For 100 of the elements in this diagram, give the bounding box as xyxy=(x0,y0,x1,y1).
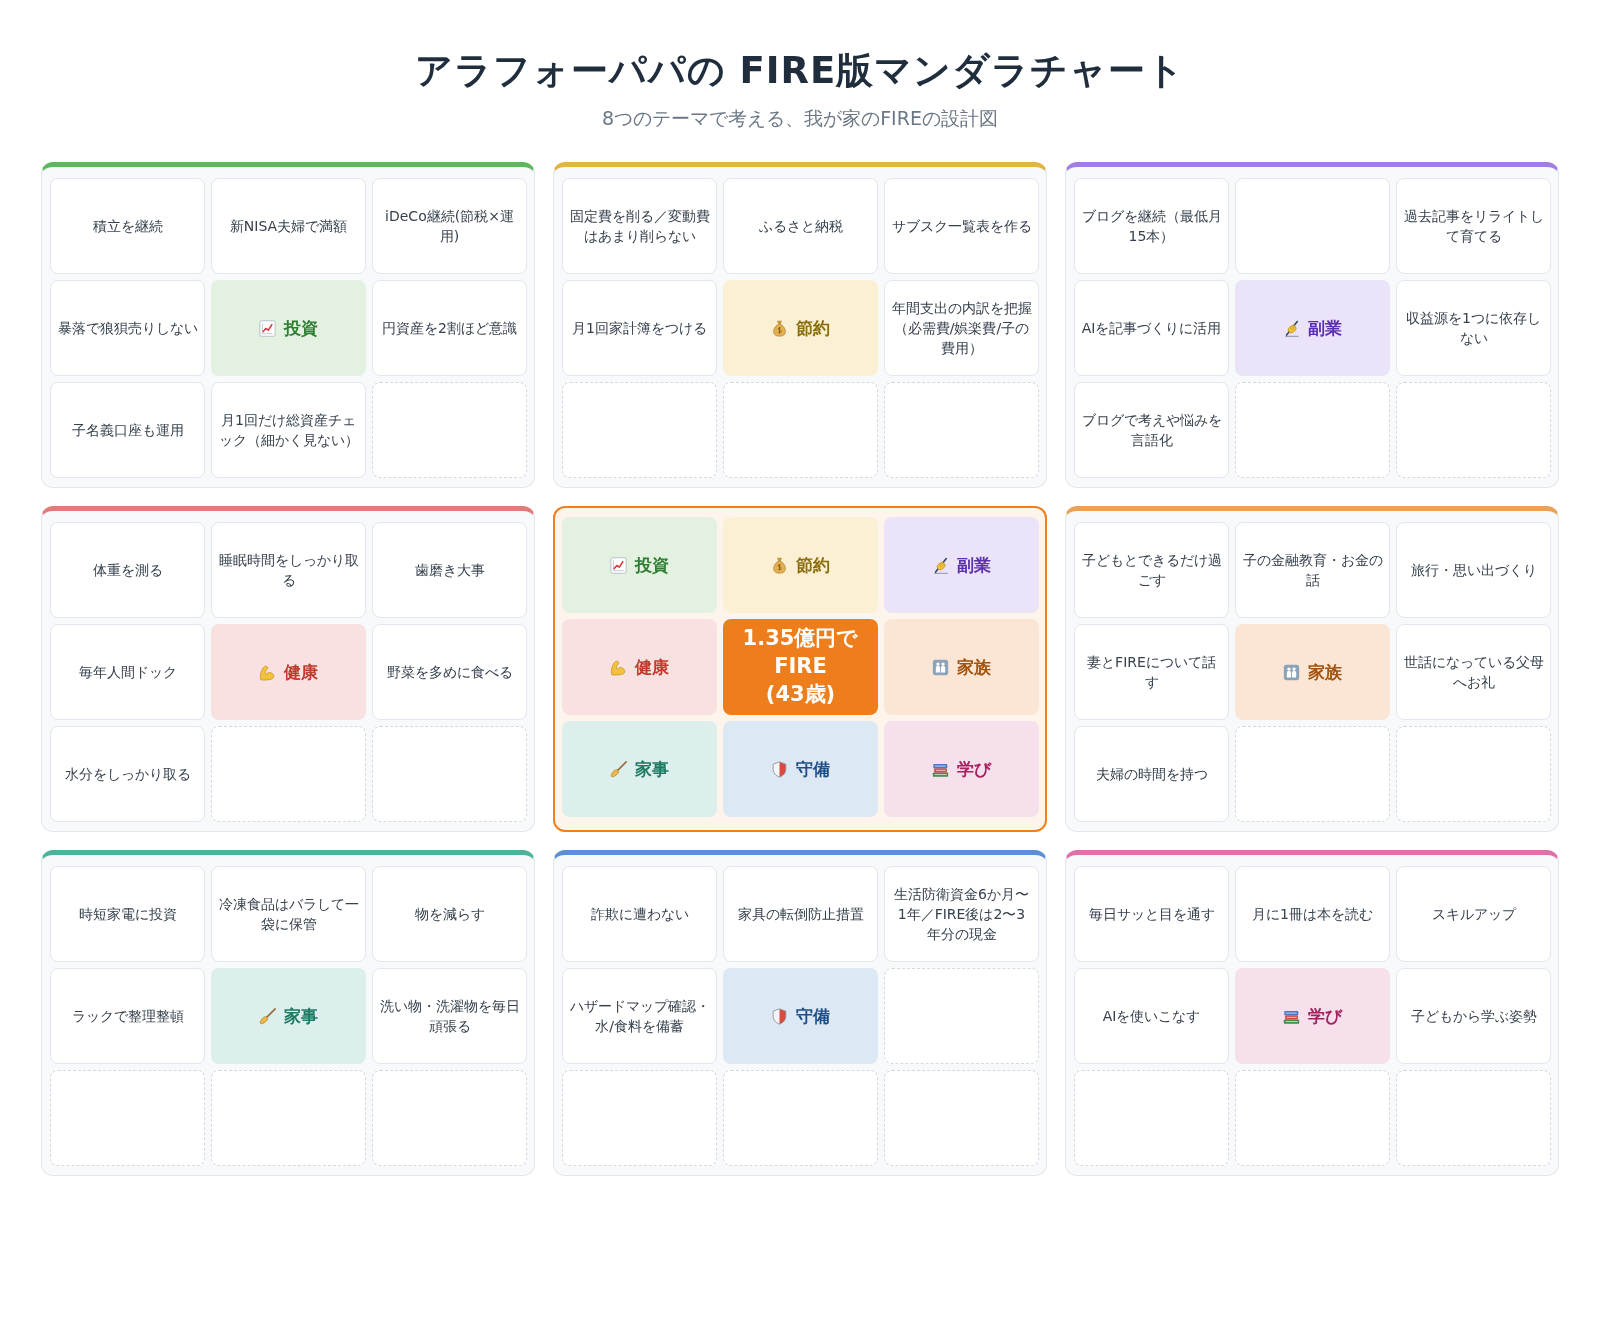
empty-card xyxy=(211,726,366,822)
action-card xyxy=(372,280,527,376)
goal-panel xyxy=(553,506,1047,832)
theme-card xyxy=(723,280,878,376)
action-text: 過去記事をリライトして育てる xyxy=(1402,206,1545,246)
action-text: 洗い物・洗濯物を毎日頑張る xyxy=(378,996,521,1036)
theme-label: 節約 xyxy=(796,316,830,340)
goal-text: 1.35億円で FIRE (43歳) xyxy=(742,625,859,708)
action-text: iDeCo継続(節税×運用) xyxy=(384,206,515,246)
theme-panel xyxy=(553,162,1047,488)
action-card xyxy=(562,178,717,274)
empty-card xyxy=(372,726,527,822)
theme-card xyxy=(1235,624,1390,720)
theme-card xyxy=(884,721,1039,817)
empty-card xyxy=(562,1070,717,1166)
action-text: 毎年人間ドック xyxy=(77,662,178,682)
empty-card xyxy=(723,382,878,478)
action-text: 年間支出の内訳を把握（必需費/娯楽費/子の費用） xyxy=(890,298,1033,359)
action-text: 円資産を2割ほど意識 xyxy=(381,318,518,338)
action-text: 時短家電に投資 xyxy=(77,904,178,924)
theme-panel xyxy=(1065,850,1559,1176)
action-text: 家具の転倒防止措置 xyxy=(736,904,865,924)
action-card xyxy=(562,280,717,376)
action-text: 妻とFIREについて話す xyxy=(1086,652,1217,692)
theme-panel xyxy=(41,162,535,488)
action-text: 積立を継続 xyxy=(91,216,164,236)
theme-card xyxy=(211,624,366,720)
action-card xyxy=(50,726,205,822)
theme-label: 家族 xyxy=(957,655,991,679)
action-card xyxy=(211,178,366,274)
action-text: AIを記事づくりに活用 xyxy=(1080,318,1223,338)
action-text: 歯磨き大事 xyxy=(413,560,486,580)
empty-card xyxy=(372,382,527,478)
empty-card xyxy=(1396,382,1551,478)
theme-card xyxy=(1235,968,1390,1064)
theme-panel xyxy=(553,850,1047,1176)
action-card xyxy=(1396,866,1551,962)
action-card xyxy=(1074,280,1229,376)
empty-card xyxy=(1235,1070,1390,1166)
empty-card xyxy=(1235,382,1390,478)
theme-label: 投資 xyxy=(284,316,318,340)
action-text: 世話になっている父母へお礼 xyxy=(1402,652,1545,692)
action-text: ハザードマップ確認・水/食料を備蓄 xyxy=(568,996,711,1036)
theme-label: 家事 xyxy=(635,757,669,781)
action-text: 冷凍食品はバラして一袋に保管 xyxy=(217,894,360,934)
action-text: 詐欺に遭わない xyxy=(589,904,690,924)
theme-panel xyxy=(41,506,535,832)
action-card xyxy=(884,866,1039,962)
action-card xyxy=(1396,624,1551,720)
theme-label: 学び xyxy=(1308,1004,1342,1028)
empty-card xyxy=(562,382,717,478)
action-text: 新NISA夫婦で満額 xyxy=(228,216,349,236)
title: アラフォーパパの FIRE版マンダラチャート xyxy=(414,48,1186,94)
action-text: ブログを継続（最低月15本） xyxy=(1080,206,1223,246)
action-card xyxy=(1074,382,1229,478)
empty-card xyxy=(723,1070,878,1166)
action-card xyxy=(372,866,527,962)
theme-label: 守備 xyxy=(796,1004,830,1028)
theme-label: 副業 xyxy=(1308,316,1342,340)
action-card xyxy=(884,178,1039,274)
theme-card xyxy=(723,517,878,613)
action-card xyxy=(1074,968,1229,1064)
theme-label: 健康 xyxy=(284,660,318,684)
action-text: 毎日サッと目を通す xyxy=(1087,904,1216,924)
theme-card xyxy=(723,721,878,817)
action-text: 子の金融教育・お金の話 xyxy=(1241,550,1384,590)
theme-label: 守備 xyxy=(796,757,830,781)
action-text: スキルアップ xyxy=(1430,904,1517,924)
action-card xyxy=(1396,280,1551,376)
empty-card xyxy=(884,382,1039,478)
action-card xyxy=(1235,522,1390,618)
action-card xyxy=(372,624,527,720)
empty-card xyxy=(1074,1070,1229,1166)
empty-card xyxy=(211,1070,366,1166)
theme-card xyxy=(211,280,366,376)
action-card xyxy=(50,382,205,478)
action-text: 体重を測る xyxy=(91,560,164,580)
action-text: ラックで整理整頓 xyxy=(70,1006,185,1026)
action-text: 収益源を1つに依存しない xyxy=(1405,308,1542,348)
action-card xyxy=(884,280,1039,376)
theme-label: 投資 xyxy=(635,553,669,577)
action-card xyxy=(50,522,205,618)
action-text: サブスク一覧表を作る xyxy=(890,216,1033,236)
action-text: 生活防衛資金6か月〜1年／FIRE後は2〜3年分の現金 xyxy=(893,884,1030,945)
empty-card xyxy=(1235,726,1390,822)
action-text: 暴落で狼狽売りしない xyxy=(56,318,199,338)
action-card xyxy=(50,178,205,274)
action-text: 睡眠時間をしっかり取る xyxy=(217,550,360,590)
action-text: AIを使いこなす xyxy=(1101,1006,1202,1026)
theme-label: 家事 xyxy=(284,1004,318,1028)
action-text: 子どもから学ぶ姿勢 xyxy=(1409,1006,1538,1026)
action-card xyxy=(1396,178,1551,274)
action-card xyxy=(1074,178,1229,274)
empty-card xyxy=(884,968,1039,1064)
theme-label: 学び xyxy=(957,757,991,781)
action-card xyxy=(211,382,366,478)
action-card xyxy=(372,968,527,1064)
theme-panel xyxy=(1065,162,1559,488)
action-card xyxy=(211,866,366,962)
action-card xyxy=(1074,866,1229,962)
